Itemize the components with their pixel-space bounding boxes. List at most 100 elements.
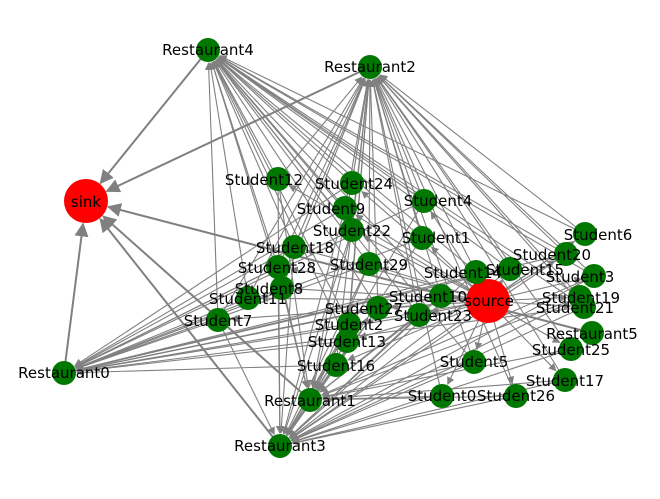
edge-Student25-to-Restaurant1 xyxy=(322,348,572,400)
edge-Student18-to-Restaurant0 xyxy=(74,246,295,368)
label-student9: Student9 xyxy=(297,200,366,218)
edge-Student19-to-Restaurant2 xyxy=(378,76,581,298)
label-student16: Student16 xyxy=(297,357,375,375)
label-restaurant2: Restaurant2 xyxy=(324,58,416,76)
node-student3 xyxy=(582,264,606,288)
label-restaurant4: Restaurant4 xyxy=(162,41,254,59)
edge-Student10-to-Restaurant4 xyxy=(216,58,442,297)
node-restaurant0 xyxy=(52,361,76,385)
node-student23 xyxy=(407,303,431,327)
node-student0 xyxy=(430,384,454,408)
label-restaurant1: Restaurant1 xyxy=(264,392,356,410)
label-student15: Student15 xyxy=(486,261,564,279)
edge-Student24-to-Restaurant0 xyxy=(74,182,353,367)
node-student28 xyxy=(266,255,290,279)
label-student24: Student24 xyxy=(315,175,393,193)
edge-Student14-to-Restaurant0 xyxy=(75,271,477,372)
label-restaurant5: Restaurant5 xyxy=(546,325,638,343)
node-student5 xyxy=(462,350,486,374)
node-student11 xyxy=(236,286,260,310)
label-student22: Student22 xyxy=(313,222,391,240)
edge-Student5-to-Restaurant1 xyxy=(321,361,475,400)
node-student12 xyxy=(266,167,290,191)
edge-Student4-to-Restaurant4 xyxy=(218,56,425,202)
label-student6: Student6 xyxy=(564,226,633,244)
node-student6 xyxy=(573,222,597,246)
node-student13 xyxy=(335,329,359,353)
edge-Student18-to-Restaurant3 xyxy=(277,246,295,434)
label-restaurant3: Restaurant3 xyxy=(234,437,326,455)
edge-Student21-to-Restaurant2 xyxy=(378,76,585,308)
edge-Student21-to-Restaurant4 xyxy=(218,56,585,308)
node-student20 xyxy=(554,242,578,266)
edge-Student6-to-Restaurant4 xyxy=(218,55,586,235)
node-source xyxy=(466,279,510,323)
edge-Student7-to-Restaurant2 xyxy=(217,77,364,321)
label-student0: Student0 xyxy=(408,387,477,405)
edge-Student9-to-Restaurant0 xyxy=(74,207,346,367)
edge-Student11-to-Restaurant4 xyxy=(207,62,249,299)
edge-Student26-to-Restaurant1 xyxy=(322,395,517,404)
node-student22 xyxy=(340,218,364,242)
edge-Student29-to-Restaurant2 xyxy=(366,79,374,265)
node-restaurant3 xyxy=(268,434,292,458)
edge-Student26-to-Restaurant3 xyxy=(291,395,517,446)
edge-Student15-to-Restaurant4 xyxy=(217,57,511,270)
label-student7: Student7 xyxy=(184,312,253,330)
node-student4 xyxy=(412,189,436,213)
label-student19: Student19 xyxy=(542,289,620,307)
edge-Student7-to-Restaurant4 xyxy=(204,62,219,321)
label-student26: Student26 xyxy=(477,387,555,405)
edge-Student2-to-Restaurant4 xyxy=(213,60,350,325)
edge-Student14-to-Restaurant2 xyxy=(375,77,477,273)
label-student1: Student1 xyxy=(402,229,471,247)
label-student11: Student11 xyxy=(209,290,287,308)
edge-Student1-to-Restaurant4 xyxy=(217,58,423,239)
label-student10: Student10 xyxy=(389,288,467,306)
edge-Student27-to-Restaurant4 xyxy=(214,60,379,309)
label-sink: sink xyxy=(71,193,101,211)
label-source: source xyxy=(464,292,514,310)
edge-Student0-to-Restaurant3 xyxy=(291,395,443,444)
label-student8: Student8 xyxy=(235,280,304,298)
node-student15 xyxy=(498,257,522,281)
label-layer: sinksourceRestaurant0Restaurant1Restaura… xyxy=(18,41,638,455)
label-student20: Student20 xyxy=(513,246,591,264)
edge-Student19-to-Restaurant4 xyxy=(218,56,581,298)
node-student10 xyxy=(429,284,453,308)
edge-Restaurant5-to-sink xyxy=(106,203,593,334)
node-student7 xyxy=(206,308,230,332)
edge-Student26-to-Restaurant2 xyxy=(374,78,517,397)
label-student13: Student13 xyxy=(308,333,386,351)
edge-Student23-to-Restaurant0 xyxy=(76,314,420,374)
edge-Student25-to-Restaurant2 xyxy=(377,76,572,350)
edge-Student22-to-Restaurant1 xyxy=(311,229,353,389)
edge-Student23-to-Restaurant1 xyxy=(319,314,420,393)
edge-Student20-to-Restaurant4 xyxy=(218,55,567,255)
edge-Student20-to-Restaurant3 xyxy=(290,253,567,440)
node-student26 xyxy=(504,384,528,408)
node-student17 xyxy=(553,368,577,392)
label-student28: Student28 xyxy=(238,259,316,277)
label-student27: Student27 xyxy=(325,300,403,318)
node-restaurant1 xyxy=(298,388,322,412)
edge-Student18-to-Restaurant4 xyxy=(212,61,295,248)
node-student8 xyxy=(270,276,294,300)
node-restaurant2 xyxy=(358,55,382,79)
label-student4: Student4 xyxy=(404,192,473,210)
edge-Student3-to-Restaurant4 xyxy=(218,56,595,277)
edge-Student24-to-Restaurant4 xyxy=(216,58,353,184)
edge-Restaurant4-to-sink xyxy=(99,49,209,185)
edge-Student5-to-Restaurant3 xyxy=(291,361,475,442)
node-student16 xyxy=(324,353,348,377)
edge-Student18-to-Restaurant2 xyxy=(293,78,366,248)
edge-Student13-to-Restaurant4 xyxy=(213,61,348,342)
edge-Restaurant3-to-sink xyxy=(99,217,281,447)
label-student18: Student18 xyxy=(256,239,334,257)
edge-Restaurant0-to-sink xyxy=(63,222,89,374)
edge-source-to-Student22 xyxy=(362,235,489,302)
edge-Student16-to-Restaurant0 xyxy=(76,364,337,377)
edge-Student4-to-Restaurant0 xyxy=(75,200,425,368)
label-student3: Student3 xyxy=(546,268,615,286)
edge-Restaurant1-to-sink xyxy=(102,215,311,401)
